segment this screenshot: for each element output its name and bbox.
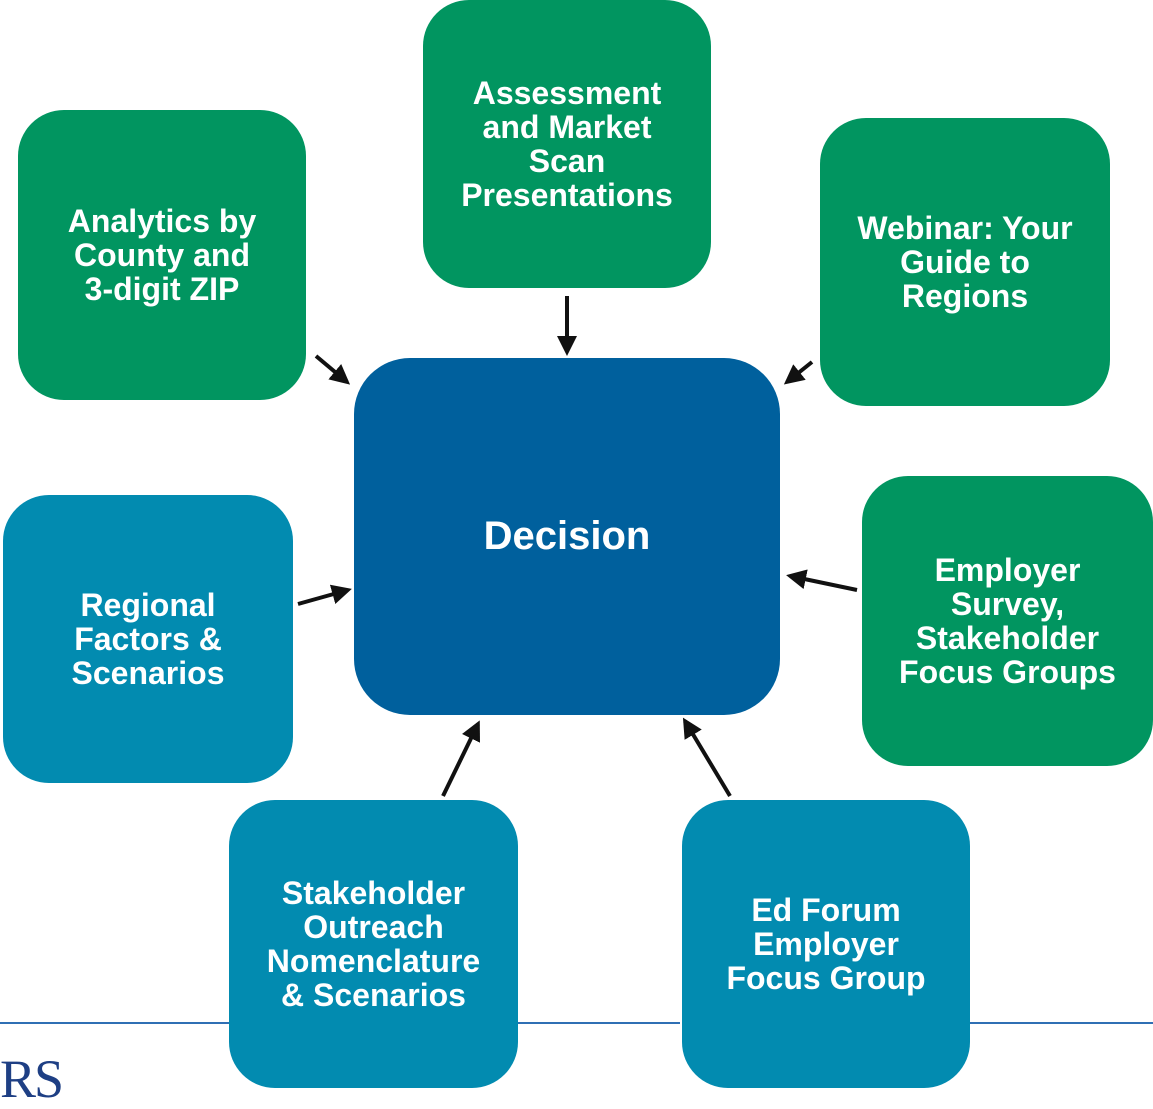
organization-logo: RS [0, 1049, 63, 1109]
analytics-label: Analytics by County and 3-digit ZIP [67, 203, 257, 307]
arrow-employer-survey-to-decision [786, 569, 858, 592]
ed-forum-node: Ed Forum Employer Focus Group [682, 800, 970, 1088]
footer-rule-right [970, 1022, 1153, 1024]
arrow-ed-forum-to-decision [682, 717, 732, 798]
regional-node: Regional Factors & Scenarios [3, 495, 293, 783]
decision-node: Decision [354, 358, 780, 715]
arrow-analytics-to-decision [314, 354, 351, 385]
webinar-node: Webinar: Your Guide to Regions [820, 118, 1110, 406]
assessment-label: Assessment and Market Scan Presentations [461, 75, 673, 213]
employer-survey-label: Employer Survey, Stakeholder Focus Group… [899, 552, 1116, 690]
ed-forum-label: Ed Forum Employer Focus Group [726, 892, 926, 996]
assessment-node: Assessment and Market Scan Presentations [423, 0, 711, 288]
regional-label: Regional Factors & Scenarios [71, 587, 225, 691]
outreach-label: Stakeholder Outreach Nomenclature & Scen… [266, 875, 481, 1013]
arrow-outreach-to-decision [441, 720, 480, 797]
webinar-label: Webinar: Your Guide to Regions [857, 210, 1073, 314]
outreach-node: Stakeholder Outreach Nomenclature & Scen… [229, 800, 518, 1088]
footer-rule-left [0, 1022, 230, 1024]
employer-survey-node: Employer Survey, Stakeholder Focus Group… [862, 476, 1153, 766]
analytics-node: Analytics by County and 3-digit ZIP [18, 110, 306, 400]
footer-rule-middle [518, 1022, 680, 1024]
arrow-webinar-to-decision [783, 360, 814, 385]
decision-label: Decision [483, 514, 651, 558]
arrow-regional-to-decision [297, 584, 352, 606]
